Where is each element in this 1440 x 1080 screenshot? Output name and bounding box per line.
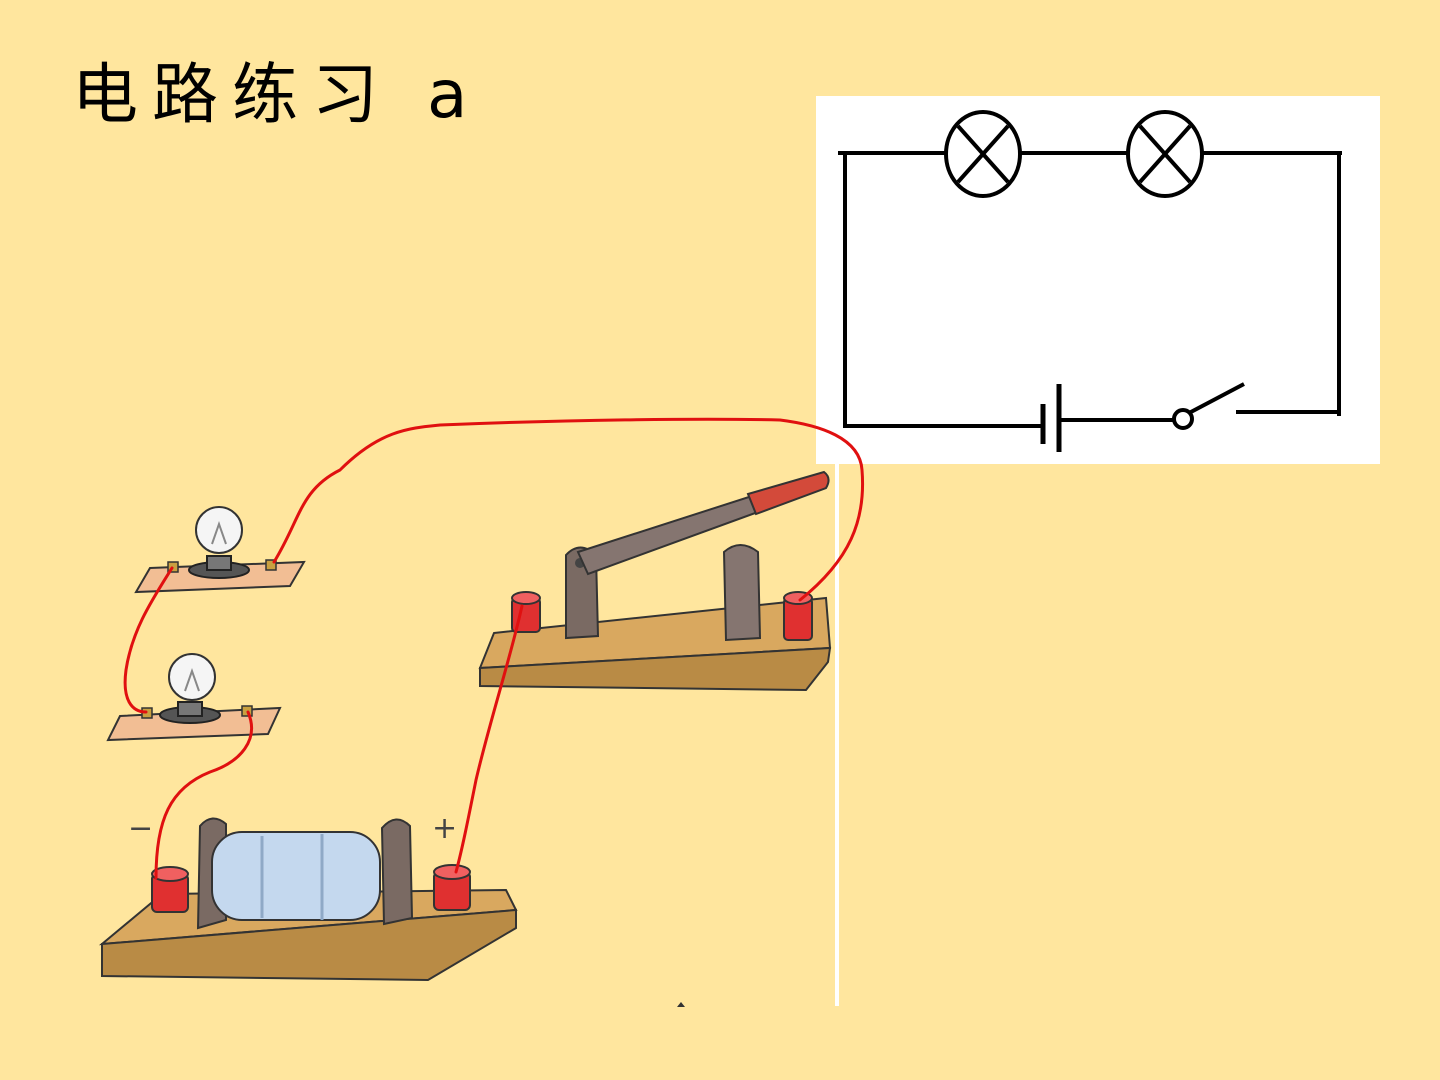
knife-switch — [478, 470, 832, 692]
lamp-symbol-1 — [944, 110, 1022, 198]
battery-cell — [211, 831, 381, 921]
battery-holder: − + — [98, 811, 518, 982]
minus-sign-label: − — [128, 811, 153, 846]
schematic-panel — [816, 96, 1380, 464]
schematic-wires — [838, 151, 1342, 428]
bulb-2 — [106, 653, 282, 742]
wire-bulb1-to-bulb2 — [123, 566, 174, 714]
switch-symbol — [1172, 382, 1245, 430]
slide-title: 电路练习 a — [72, 56, 482, 133]
battery-terminal-plus — [433, 864, 471, 911]
battery-terminal-minus — [151, 866, 189, 913]
circuit-schematic — [816, 96, 1380, 464]
wire-bulb1-to-switch — [272, 417, 865, 602]
plus-sign-label: + — [432, 811, 457, 846]
red-wires — [123, 417, 865, 880]
wire-switch-to-battery — [454, 604, 524, 874]
bulb-1 — [134, 506, 306, 594]
small-mark — [677, 1002, 685, 1007]
wire-bulb2-to-battery — [154, 710, 254, 880]
lamp-symbol-2 — [1126, 110, 1204, 198]
apparatus-drawing: − + — [98, 417, 865, 982]
switch-terminal-right — [783, 591, 813, 641]
battery-symbol — [1040, 384, 1062, 452]
